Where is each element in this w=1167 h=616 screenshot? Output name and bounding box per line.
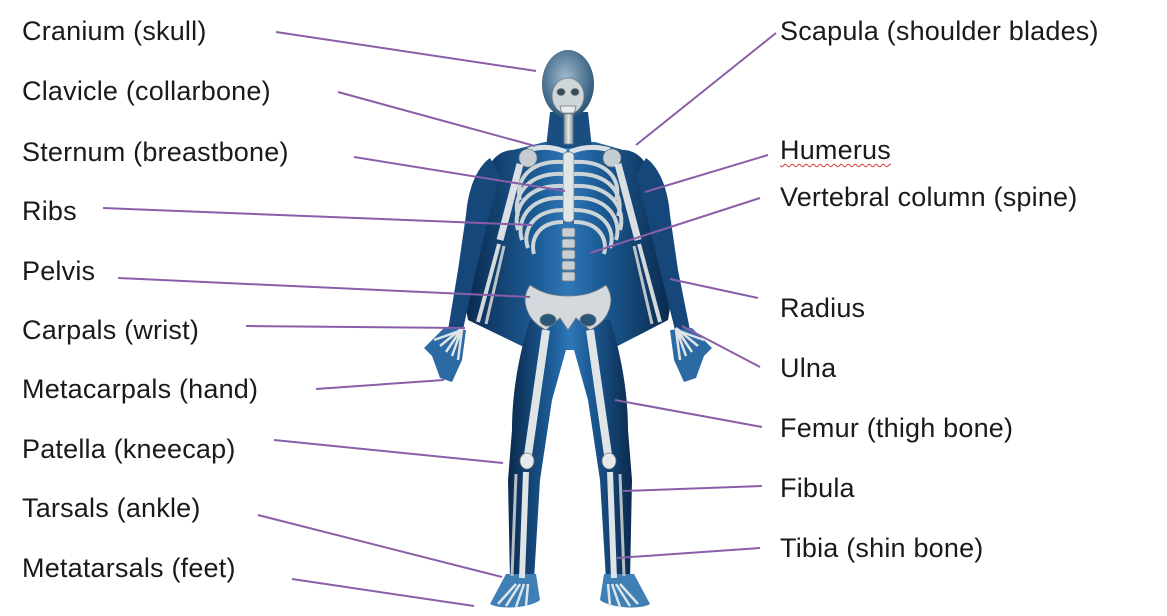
label-pelvis: Pelvis (22, 255, 95, 287)
label-clavicle: Clavicle (collarbone) (22, 75, 271, 107)
label-tarsals: Tarsals (ankle) (22, 492, 201, 524)
label-fibula: Fibula (780, 472, 855, 504)
label-femur: Femur (thigh bone) (780, 412, 1013, 444)
leader-line-scapula (636, 33, 776, 145)
leader-line-tibia (617, 548, 760, 558)
leader-line-metacarpals (316, 380, 444, 389)
label-sternum: Sternum (breastbone) (22, 136, 289, 168)
label-patella: Patella (kneecap) (22, 433, 236, 465)
label-cranium: Cranium (skull) (22, 15, 207, 47)
label-metatarsals: Metatarsals (feet) (22, 552, 236, 584)
label-scapula: Scapula (shoulder blades) (780, 15, 1099, 47)
leader-line-tarsals (258, 515, 502, 577)
leader-line-humerus (645, 155, 768, 192)
leader-line-femur (615, 400, 762, 427)
label-metacarpals: Metacarpals (hand) (22, 373, 258, 405)
leader-line-clavicle (338, 92, 535, 146)
leader-line-fibula (623, 486, 762, 491)
label-radius: Radius (780, 292, 865, 324)
leader-line-cranium (276, 32, 536, 71)
leader-line-carpals (246, 326, 465, 328)
label-ribs: Ribs (22, 195, 77, 227)
label-humerus: Humerus (780, 134, 891, 166)
label-vertebral-column: Vertebral column (spine) (780, 181, 1077, 213)
leader-line-metatarsals (292, 579, 474, 606)
label-ulna: Ulna (780, 352, 836, 384)
leader-line-patella (274, 440, 503, 463)
leader-line-radius (670, 279, 758, 298)
label-carpals: Carpals (wrist) (22, 314, 199, 346)
label-tibia: Tibia (shin bone) (780, 532, 984, 564)
